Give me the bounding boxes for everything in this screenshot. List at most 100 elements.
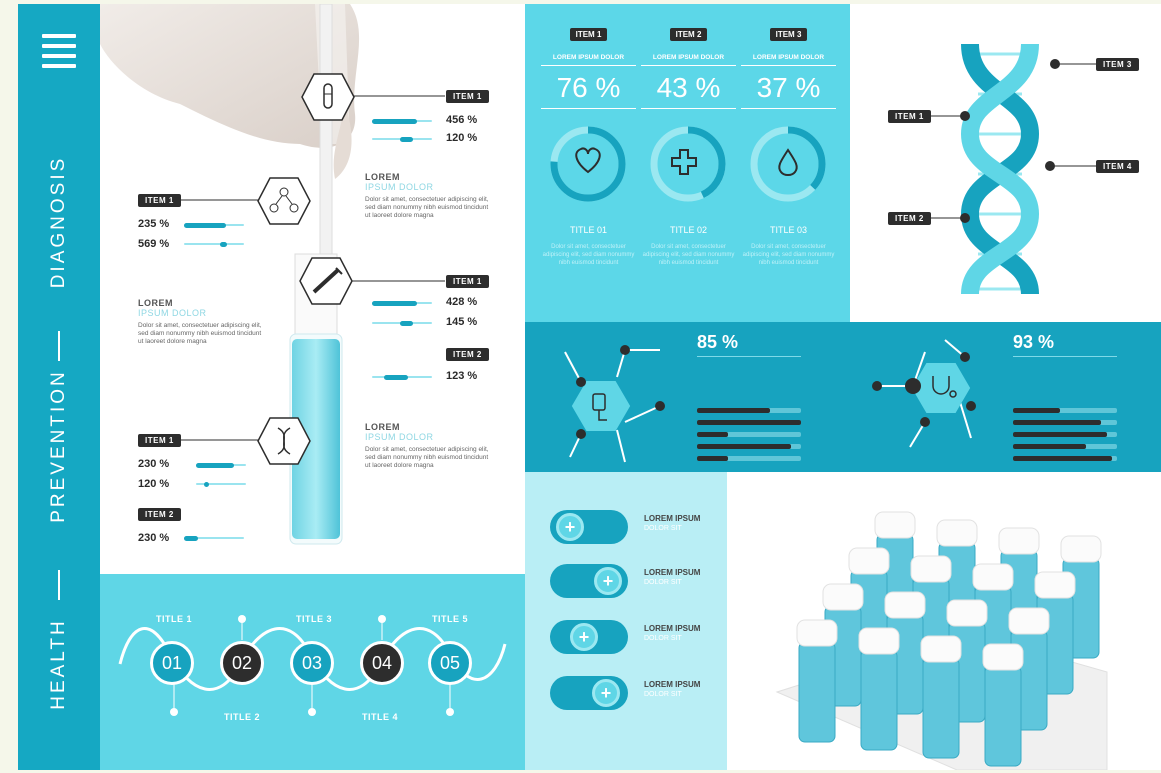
timeline-title: TITLE 3 xyxy=(296,614,333,624)
stat-title: TITLE 01 xyxy=(569,225,607,235)
timeline-panel: TITLE 1 TITLE 3 TITLE 5 TITLE 2 TITLE 4 … xyxy=(100,574,525,770)
lorem-subheading: IPSUM DOLOR xyxy=(365,182,434,192)
item-tag: ITEM 2 xyxy=(669,28,708,41)
medical-cross-icon xyxy=(671,149,697,175)
toggles-panel: LOREM IPSUM DOLOR SIT LOREM IPSUM DOLOR … xyxy=(525,472,727,770)
timeline-step[interactable]: 01 xyxy=(150,641,194,685)
vial xyxy=(858,627,900,751)
toggle-switch[interactable] xyxy=(550,676,628,710)
heart-icon xyxy=(575,147,601,174)
item-tag: ITEM 2 xyxy=(138,508,181,521)
timeline-step[interactable]: 02 xyxy=(220,641,264,685)
lorem-body: Dolor sit amet, consectetuer adipiscing … xyxy=(138,322,262,345)
test-tube-panel: ITEM 1 456 % 120 % LOREM IPSUM DOLOR Dol… xyxy=(100,4,525,574)
dna-helix-illustration xyxy=(930,43,1096,296)
lorem-heading: LOREM xyxy=(365,172,400,182)
progress-bar xyxy=(184,535,198,541)
item-tag: ITEM 2 xyxy=(888,212,931,225)
bar-track xyxy=(697,432,801,437)
item-tag: ITEM 1 xyxy=(138,434,181,447)
sidebar: DIAGNOSIS PREVENTION HEALTH xyxy=(18,4,100,770)
progress-bar xyxy=(1013,444,1086,449)
bar-track xyxy=(184,537,244,539)
progress-bar xyxy=(1013,456,1112,461)
percentage-value: 230 % xyxy=(138,532,170,544)
item-tag: ITEM 4 xyxy=(1096,160,1139,173)
timeline-title: TITLE 1 xyxy=(156,614,193,624)
menu-icon[interactable] xyxy=(42,34,76,68)
progress-bar xyxy=(697,444,791,449)
plus-icon xyxy=(556,513,584,541)
percentage-value: 93 % xyxy=(1013,332,1055,352)
stat-column: ITEM 3 LOREM IPSUM DOLOR 37 % TITLE 03 D… xyxy=(741,4,836,267)
sidebar-label-diagnosis: DIAGNOSIS xyxy=(48,155,69,289)
timeline-title: TITLE 5 xyxy=(432,614,469,624)
lorem-heading: LOREM xyxy=(365,422,400,432)
molecule-network xyxy=(564,339,976,463)
toggle-switch[interactable] xyxy=(550,564,628,598)
ring-progress xyxy=(750,126,826,202)
hand-holding-test-tube-photo xyxy=(100,4,360,545)
ring-progress xyxy=(550,126,626,202)
progress-bar xyxy=(697,408,770,413)
toggle-switch[interactable] xyxy=(550,510,628,544)
percentage-value: 85 % xyxy=(697,332,739,352)
stat-body: Dolor sit amet, consectetuer adipiscing … xyxy=(742,244,835,266)
stat-rings xyxy=(550,126,826,202)
timeline-step[interactable]: 05 xyxy=(428,641,472,685)
toggle-label: LOREM IPSUM xyxy=(644,624,701,633)
stat-body: Dolor sit amet, consectetuer adipiscing … xyxy=(642,244,735,266)
bar-track xyxy=(184,243,244,245)
progress-bar xyxy=(400,136,413,142)
item-tag: ITEM 1 xyxy=(446,90,489,103)
syringe-icon xyxy=(299,257,353,305)
progress-bar xyxy=(1013,432,1107,437)
stat-body: Dolor sit amet, consectetuer adipiscing … xyxy=(542,244,635,266)
toggle-label: LOREM IPSUM xyxy=(644,680,701,689)
toggle-label: LOREM IPSUM xyxy=(644,514,701,523)
item-tag: ITEM 3 xyxy=(1096,58,1139,71)
stat-subtitle: LOREM IPSUM DOLOR xyxy=(641,54,736,66)
stat-subtitle: LOREM IPSUM DOLOR xyxy=(741,54,836,66)
progress-bar xyxy=(1013,420,1102,425)
progress-bar xyxy=(184,222,226,228)
progress-bar xyxy=(204,481,209,487)
stat-value: 43 % xyxy=(641,72,736,109)
percentage-value: 120 % xyxy=(138,478,170,490)
plus-icon xyxy=(570,623,598,651)
plus-icon xyxy=(594,567,622,595)
ring-progress xyxy=(650,126,726,202)
percentage-value: 569 % xyxy=(138,238,170,250)
item-tag: ITEM 1 xyxy=(138,194,181,207)
timeline-step[interactable]: 04 xyxy=(360,641,404,685)
item-tag: ITEM 1 xyxy=(446,275,489,288)
percentage-value: 145 % xyxy=(446,316,478,328)
percentage-value: 456 % xyxy=(446,114,478,126)
stat-subtitle: LOREM IPSUM DOLOR xyxy=(541,54,636,66)
divider xyxy=(1013,356,1117,357)
toggle-sublabel: DOLOR SIT xyxy=(644,691,682,698)
toggle-sublabel: DOLOR SIT xyxy=(644,635,682,642)
progress-bar xyxy=(372,118,417,124)
stethoscope-icon xyxy=(932,376,957,398)
dna-panel: ITEM 3 ITEM 1 ITEM 4 ITEM 2 xyxy=(850,4,1161,322)
toggle-sublabel: DOLOR SIT xyxy=(644,579,682,586)
toggle-label: LOREM IPSUM xyxy=(644,568,701,577)
molecule-stats-panel: 85 % 93 % xyxy=(525,322,1161,472)
drop-icon xyxy=(778,148,798,176)
item-tag: ITEM 1 xyxy=(888,110,931,123)
stat-title: TITLE 02 xyxy=(669,225,707,235)
item-tag: ITEM 3 xyxy=(769,28,808,41)
timeline-step[interactable]: 03 xyxy=(290,641,334,685)
bar-track xyxy=(196,483,246,485)
item-tag: ITEM 2 xyxy=(446,348,489,361)
timeline-title: TITLE 4 xyxy=(362,712,399,722)
vial xyxy=(982,643,1024,767)
toggle-switch[interactable] xyxy=(550,620,628,654)
sidebar-separator xyxy=(58,570,60,600)
percentage-value: 120 % xyxy=(446,132,478,144)
molecule-icon xyxy=(257,177,311,225)
sidebar-label-health: HEALTH xyxy=(48,618,69,710)
item-tag: ITEM 1 xyxy=(569,28,608,41)
percentage-value: 123 % xyxy=(446,370,478,382)
